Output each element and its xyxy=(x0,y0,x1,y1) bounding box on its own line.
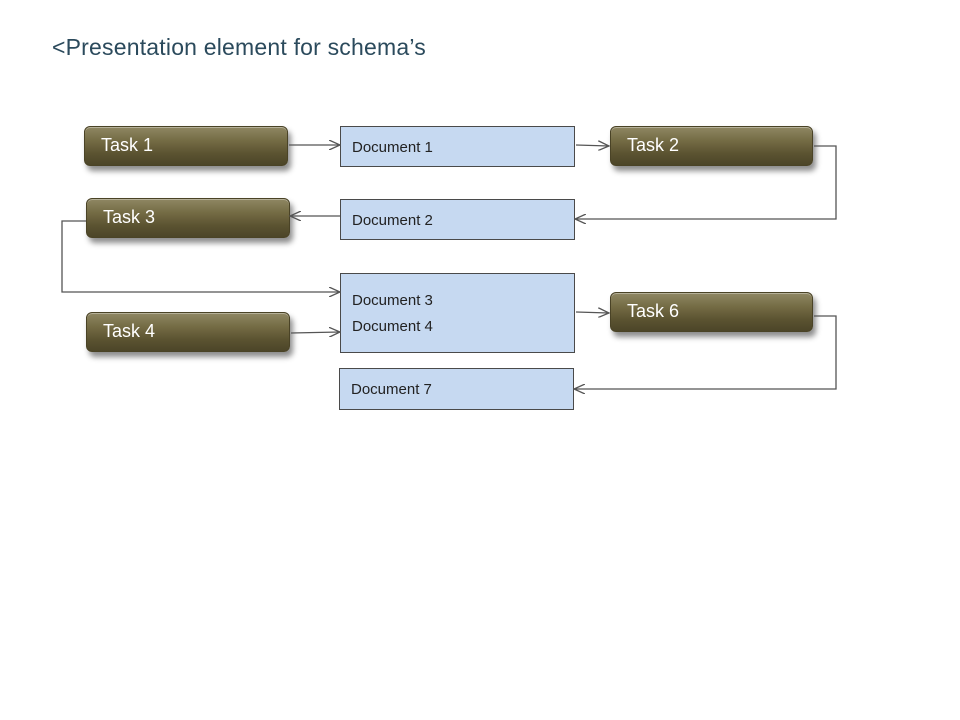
connector-doc34-task6 xyxy=(575,312,609,313)
document-2-box[interactable]: Document 2 xyxy=(340,199,575,240)
document-3-4-box[interactable]: Document 3 Document 4 xyxy=(340,273,575,353)
connector-task2-doc2 xyxy=(575,145,837,219)
page-title: <Presentation element for schema’s xyxy=(52,34,426,60)
connector-task3-doc3 xyxy=(61,220,340,292)
document-7-label: Document 7 xyxy=(351,381,432,398)
task-1-label: Task 1 xyxy=(101,135,154,155)
task-6-box[interactable]: Task 6 xyxy=(610,292,813,332)
task-3-label: Task 3 xyxy=(103,207,156,227)
task-4-label: Task 4 xyxy=(103,321,156,341)
task-6-label: Task 6 xyxy=(627,301,680,321)
connector-task6-doc7 xyxy=(574,315,837,389)
task-3-box[interactable]: Task 3 xyxy=(86,198,290,238)
task-1-box[interactable]: Task 1 xyxy=(84,126,288,166)
task-2-label: Task 2 xyxy=(627,135,680,155)
task-2-box[interactable]: Task 2 xyxy=(610,126,813,166)
document-1-box[interactable]: Document 1 xyxy=(340,126,575,167)
document-1-label: Document 1 xyxy=(352,139,433,156)
connector-task4-doc4 xyxy=(290,332,340,333)
task-4-box[interactable]: Task 4 xyxy=(86,312,290,352)
connector-doc1-task2 xyxy=(575,145,609,146)
document-4-label: Document 4 xyxy=(352,318,433,335)
document-3-label: Document 3 xyxy=(352,292,433,309)
document-2-label: Document 2 xyxy=(352,212,433,229)
document-7-box[interactable]: Document 7 xyxy=(339,368,574,410)
